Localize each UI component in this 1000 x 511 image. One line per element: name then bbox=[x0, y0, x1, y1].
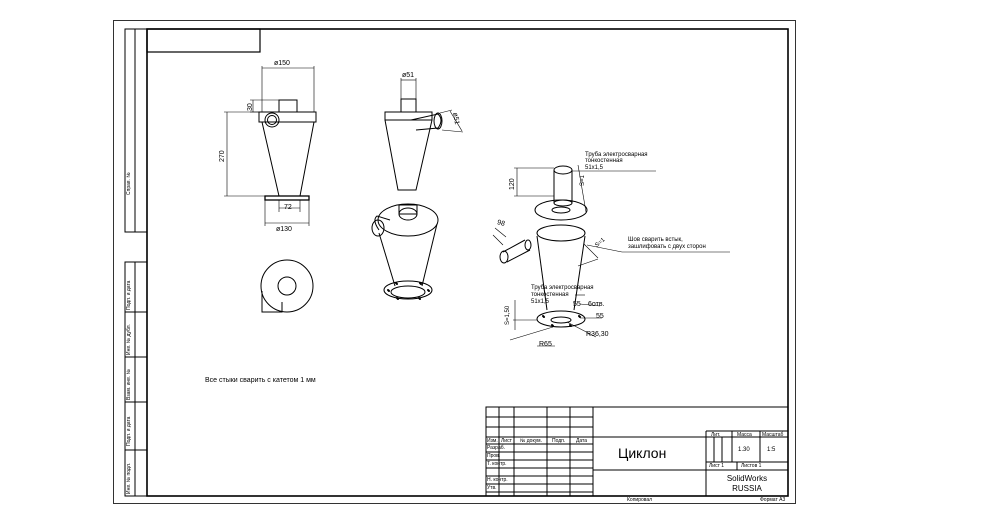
tb-col-izm: Изм. bbox=[487, 438, 498, 444]
view-exploded bbox=[492, 164, 730, 347]
dim-r3630: R36,30 bbox=[586, 331, 609, 338]
dim-s1-top: S=1 bbox=[580, 175, 586, 186]
note-tube-top-3: 51x1,5 bbox=[585, 165, 604, 171]
tb-title: Циклон bbox=[618, 445, 667, 461]
tb-col-sign: Подп. bbox=[552, 438, 566, 444]
dim-d55-b: 55 bbox=[596, 313, 604, 320]
tb-mass-value: 1.30 bbox=[738, 447, 750, 453]
title-block bbox=[485, 406, 789, 497]
stamp-vzam-inv: Взам. инв. № bbox=[126, 369, 132, 400]
dim-holes: 6отв. bbox=[588, 301, 605, 308]
dim-d270: 270 bbox=[219, 150, 226, 162]
tb-massa: Масса bbox=[737, 432, 752, 438]
stamp-podp-data-1: Подп. и дата bbox=[126, 416, 132, 446]
view-side-tube bbox=[384, 78, 464, 191]
tb-row-tkontr: Т. контр. bbox=[487, 461, 507, 467]
tb-col-doc: № докум. bbox=[520, 438, 542, 444]
tb-col-date: Дата bbox=[576, 438, 588, 444]
note-tube-top-2: тонкостенная bbox=[585, 158, 623, 164]
dim-r65: R65 bbox=[539, 341, 552, 348]
tb-scale-value: 1:5 bbox=[767, 447, 776, 453]
outer-border bbox=[113, 20, 796, 504]
tb-row-prov: Пров. bbox=[487, 453, 501, 459]
top-left-box bbox=[146, 28, 261, 53]
tb-lit: Лит. bbox=[711, 432, 721, 438]
tb-sheets: Листов 1 bbox=[741, 463, 762, 469]
tb-col-list: Лист bbox=[501, 438, 512, 444]
tb-row-nkontr: Н. контр. bbox=[487, 477, 508, 483]
tb-company-1: SolidWorks bbox=[726, 474, 768, 483]
stamp-inv-podl: Инв. № подл. bbox=[126, 462, 132, 494]
inner-frame bbox=[146, 28, 789, 497]
dim-d51-top: ø51 bbox=[402, 72, 415, 79]
tb-row-utv: Утв. bbox=[487, 485, 497, 491]
tb-masshtab: Масштаб bbox=[762, 432, 784, 438]
dim-d130: ø130 bbox=[276, 226, 292, 233]
view-top bbox=[260, 259, 314, 313]
dim-d120: 120 bbox=[509, 178, 516, 190]
stamp-podp-data-2: Подп. и дата bbox=[126, 280, 132, 310]
dim-d72: 72 bbox=[284, 204, 292, 211]
dim-s150: S=1,50 bbox=[505, 305, 511, 325]
tb-copied: Копировал bbox=[627, 497, 653, 503]
note-seam-1: Шов сварить встык, bbox=[628, 237, 683, 243]
stamp-inv-dubl: Инв. № дубл. bbox=[126, 324, 132, 355]
stamp-sprav: Справ. № bbox=[126, 172, 132, 195]
general-note: Все стыки сварить с катетом 1 мм bbox=[205, 377, 316, 384]
view-front-dimensioned bbox=[224, 66, 317, 226]
side-stamp bbox=[124, 28, 148, 497]
note-tube-bot-1: Труба электросварная bbox=[531, 285, 594, 291]
dim-d150: ø150 bbox=[274, 60, 290, 67]
note-tube-bot-3: 51x1,5 bbox=[531, 299, 550, 305]
note-tube-bot-2: тонкостенная bbox=[531, 292, 569, 298]
tb-format: Формат А3 bbox=[760, 497, 786, 503]
tb-sheet: Лист 1 bbox=[709, 463, 725, 469]
tb-row-razrab: Разраб. bbox=[487, 445, 506, 451]
dim-d55-a: 55 bbox=[573, 301, 581, 308]
view-isometric-flange bbox=[371, 203, 439, 300]
note-tube-top-1: Труба электросварная bbox=[585, 152, 648, 158]
tb-company-2: RUSSIA bbox=[732, 484, 762, 493]
note-seam-2: зашлифовать с двух сторон bbox=[628, 244, 706, 250]
dim-d30: 30 bbox=[247, 103, 254, 111]
